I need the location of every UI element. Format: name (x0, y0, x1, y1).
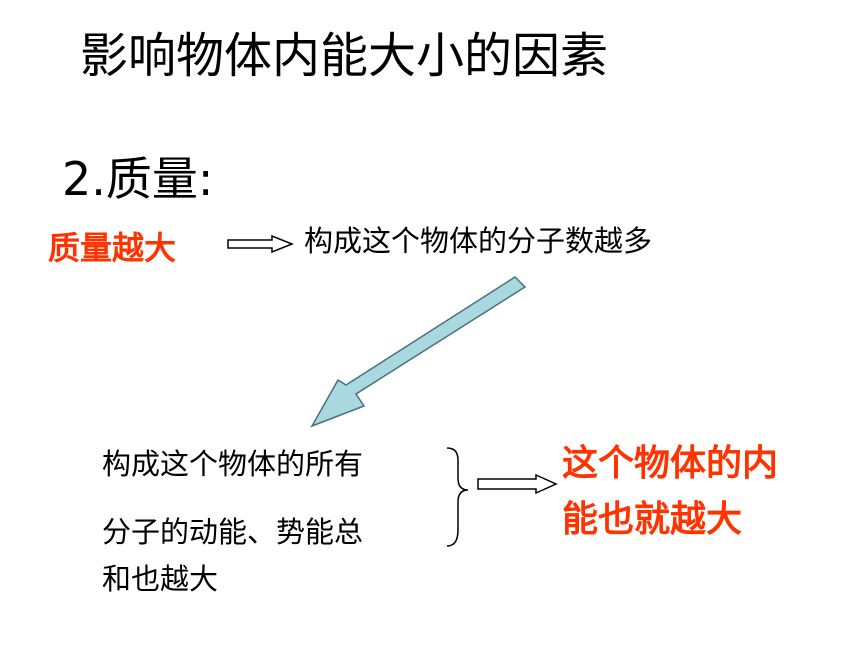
slide-title: 影响物体内能大小的因素 (80, 28, 609, 84)
section-heading: 2.质量: (62, 152, 214, 206)
result-line-2: 能也就越大 (562, 499, 743, 540)
right-brace-icon (446, 447, 469, 547)
energy-line-3: 和也越大 (102, 562, 219, 596)
effect-molecules-text: 构成这个物体的分子数越多 (304, 224, 653, 258)
cause-text: 质量越大 (48, 229, 177, 267)
right-arrow-icon (227, 234, 295, 254)
energy-line-2: 分子的动能、势能总 (102, 515, 364, 549)
energy-line-1: 构成这个物体的所有 (102, 447, 364, 481)
right-arrow-icon (477, 473, 558, 495)
diagonal-down-arrow-icon (310, 276, 527, 428)
result-line-1: 这个物体的内 (562, 443, 779, 484)
